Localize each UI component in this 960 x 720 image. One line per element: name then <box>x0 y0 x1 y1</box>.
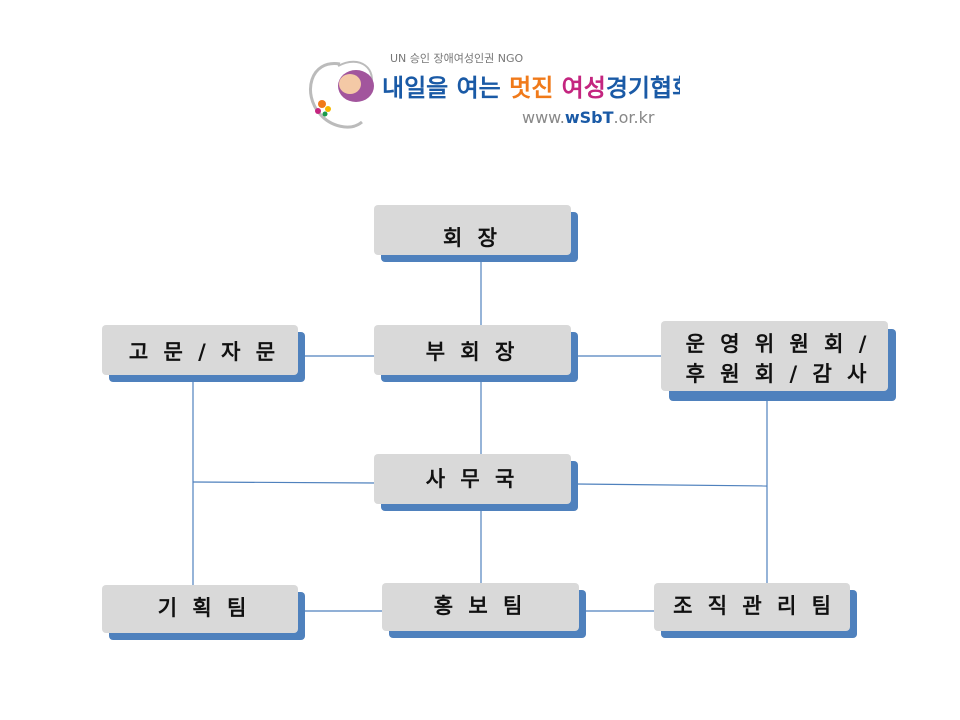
box-vice-president: 부 회 장 <box>374 325 578 382</box>
box-planning-team: 기 획 팀 <box>102 585 305 640</box>
box-org-mgmt-team: 조 직 관 리 팀 <box>654 583 857 638</box>
connector-secretariat-right <box>575 483 768 487</box>
box-pr-team: 홍 보 팀 <box>382 583 586 638</box>
box-committee: 운 영 위 원 회 / 후 원 회 / 감 사 <box>661 321 896 401</box>
logo-emblem: UN 승인 장애여성인권 NGO 내일을 여는 멋진 여성경기협회 www.wS… <box>309 52 694 129</box>
label-president: 회 장 <box>443 226 501 250</box>
box-secretariat: 사 무 국 <box>374 454 578 511</box>
logo-url: www.wSbT.or.kr <box>522 108 655 127</box>
box-advisors: 고 문 / 자 문 <box>102 325 305 382</box>
label-vice-president: 부 회 장 <box>426 340 519 364</box>
label-pr-team: 홍 보 팀 <box>434 594 527 618</box>
box-president: 회 장 <box>374 205 578 262</box>
label-secretariat: 사 무 국 <box>426 467 519 491</box>
label-advisors: 고 문 / 자 문 <box>129 340 279 364</box>
logo-tagline: UN 승인 장애여성인권 NGO <box>390 52 523 65</box>
connector-left-secretariat <box>192 481 377 484</box>
label-org-mgmt-team: 조 직 관 리 팀 <box>673 594 835 618</box>
logo: UN 승인 장애여성인권 NGO 내일을 여는 멋진 여성경기협회 www.wS… <box>300 44 694 134</box>
connectors <box>192 256 768 612</box>
logo-name: 내일을 여는 멋진 여성경기협회 <box>382 74 680 102</box>
label-committee-line2: 후 원 회 / 감 사 <box>686 362 871 386</box>
label-committee-line1: 운 영 위 원 회 / <box>686 332 871 356</box>
label-planning-team: 기 획 팀 <box>158 596 251 620</box>
